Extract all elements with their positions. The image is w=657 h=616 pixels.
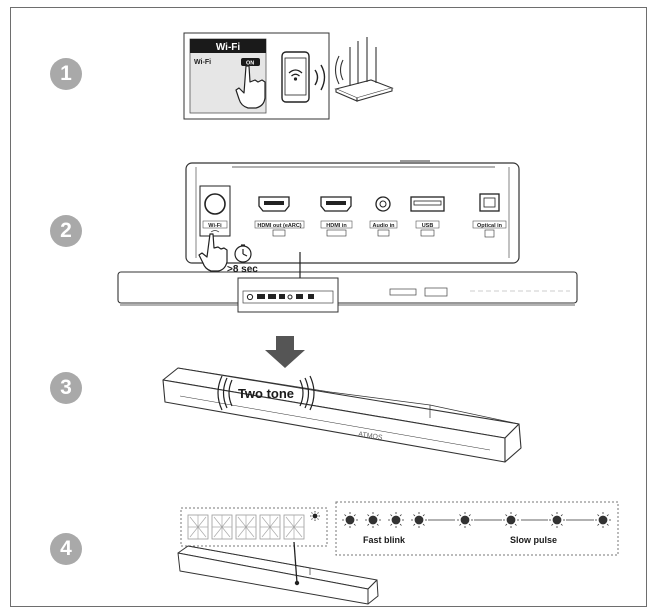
- wifi-toggle-label: ON: [246, 61, 254, 67]
- led-legend: Fast blink Slow pulse: [335, 501, 619, 556]
- wifi-icon: [210, 230, 220, 233]
- sound-waves: [217, 375, 315, 411]
- usb-port: USB: [410, 196, 445, 237]
- led-icon: [342, 512, 358, 528]
- hold-time-label: >8 sec: [227, 264, 258, 275]
- fast-blink-leds: [342, 512, 427, 528]
- led-icon: [595, 512, 611, 528]
- wifi-screen-header: Wi-Fi: [216, 42, 241, 53]
- led-icon: [388, 512, 404, 528]
- port-label-optical-in: Optical in: [477, 223, 503, 229]
- signal-waves: [314, 64, 326, 91]
- soundbar-3d: [162, 367, 522, 463]
- router-icon: [334, 37, 394, 102]
- port-strip-callout: [237, 277, 339, 313]
- port-label-audio-in: Audio in: [373, 223, 396, 229]
- hdmi-in-port: HDMI in: [320, 196, 353, 237]
- port-label-hdmi-in: HDMI in: [326, 223, 347, 229]
- step-badge-3: 3: [50, 372, 82, 404]
- instruction-frame: [10, 7, 647, 607]
- port-label-usb: USB: [422, 223, 434, 229]
- step-badge-1: 1: [50, 58, 82, 90]
- step-badge-4: 4: [50, 533, 82, 565]
- led-icon: [457, 512, 473, 528]
- led-icon: [503, 512, 519, 528]
- wifi-icon: [288, 69, 303, 81]
- hdmi-out-port: HDMI out (eARC): [254, 196, 305, 237]
- slow-pulse-label: Slow pulse: [510, 535, 557, 545]
- led-icon: [365, 512, 381, 528]
- fast-blink-label: Fast blink: [363, 535, 406, 545]
- timer-icon: [234, 244, 252, 263]
- wifi-toggle: [241, 58, 260, 66]
- display-callout: [180, 507, 328, 547]
- wifi-screen-row-label: Wi-Fi: [194, 59, 211, 66]
- led-icon: [549, 512, 565, 528]
- hand-pointer-icon: [235, 65, 266, 109]
- led-icon: [310, 511, 320, 521]
- port-label-hdmi-out: HDMI out (eARC): [257, 223, 301, 229]
- step-badge-2: 2: [50, 215, 82, 247]
- slow-pulse-leds: [428, 512, 611, 528]
- two-tone-label: Two tone: [238, 386, 294, 401]
- brand-logo: ATMOS: [358, 431, 383, 442]
- soundbar-front: [117, 271, 578, 306]
- port-label-wifi: Wi-Fi: [208, 223, 222, 229]
- down-arrow-icon: [265, 336, 305, 368]
- hand-pointer-icon: [198, 233, 228, 272]
- led-icon: [411, 512, 427, 528]
- wifi-button-port: Wi-Fi: [199, 185, 231, 237]
- callout-line-4: [293, 541, 298, 584]
- rear-panel: [185, 160, 520, 264]
- optical-in-port: Optical in: [472, 193, 507, 238]
- audio-in-port: Audio in: [369, 196, 398, 237]
- smartphone-icon: [281, 51, 310, 103]
- callout-dot: [294, 580, 300, 586]
- soundbar-3d-small: [177, 545, 379, 605]
